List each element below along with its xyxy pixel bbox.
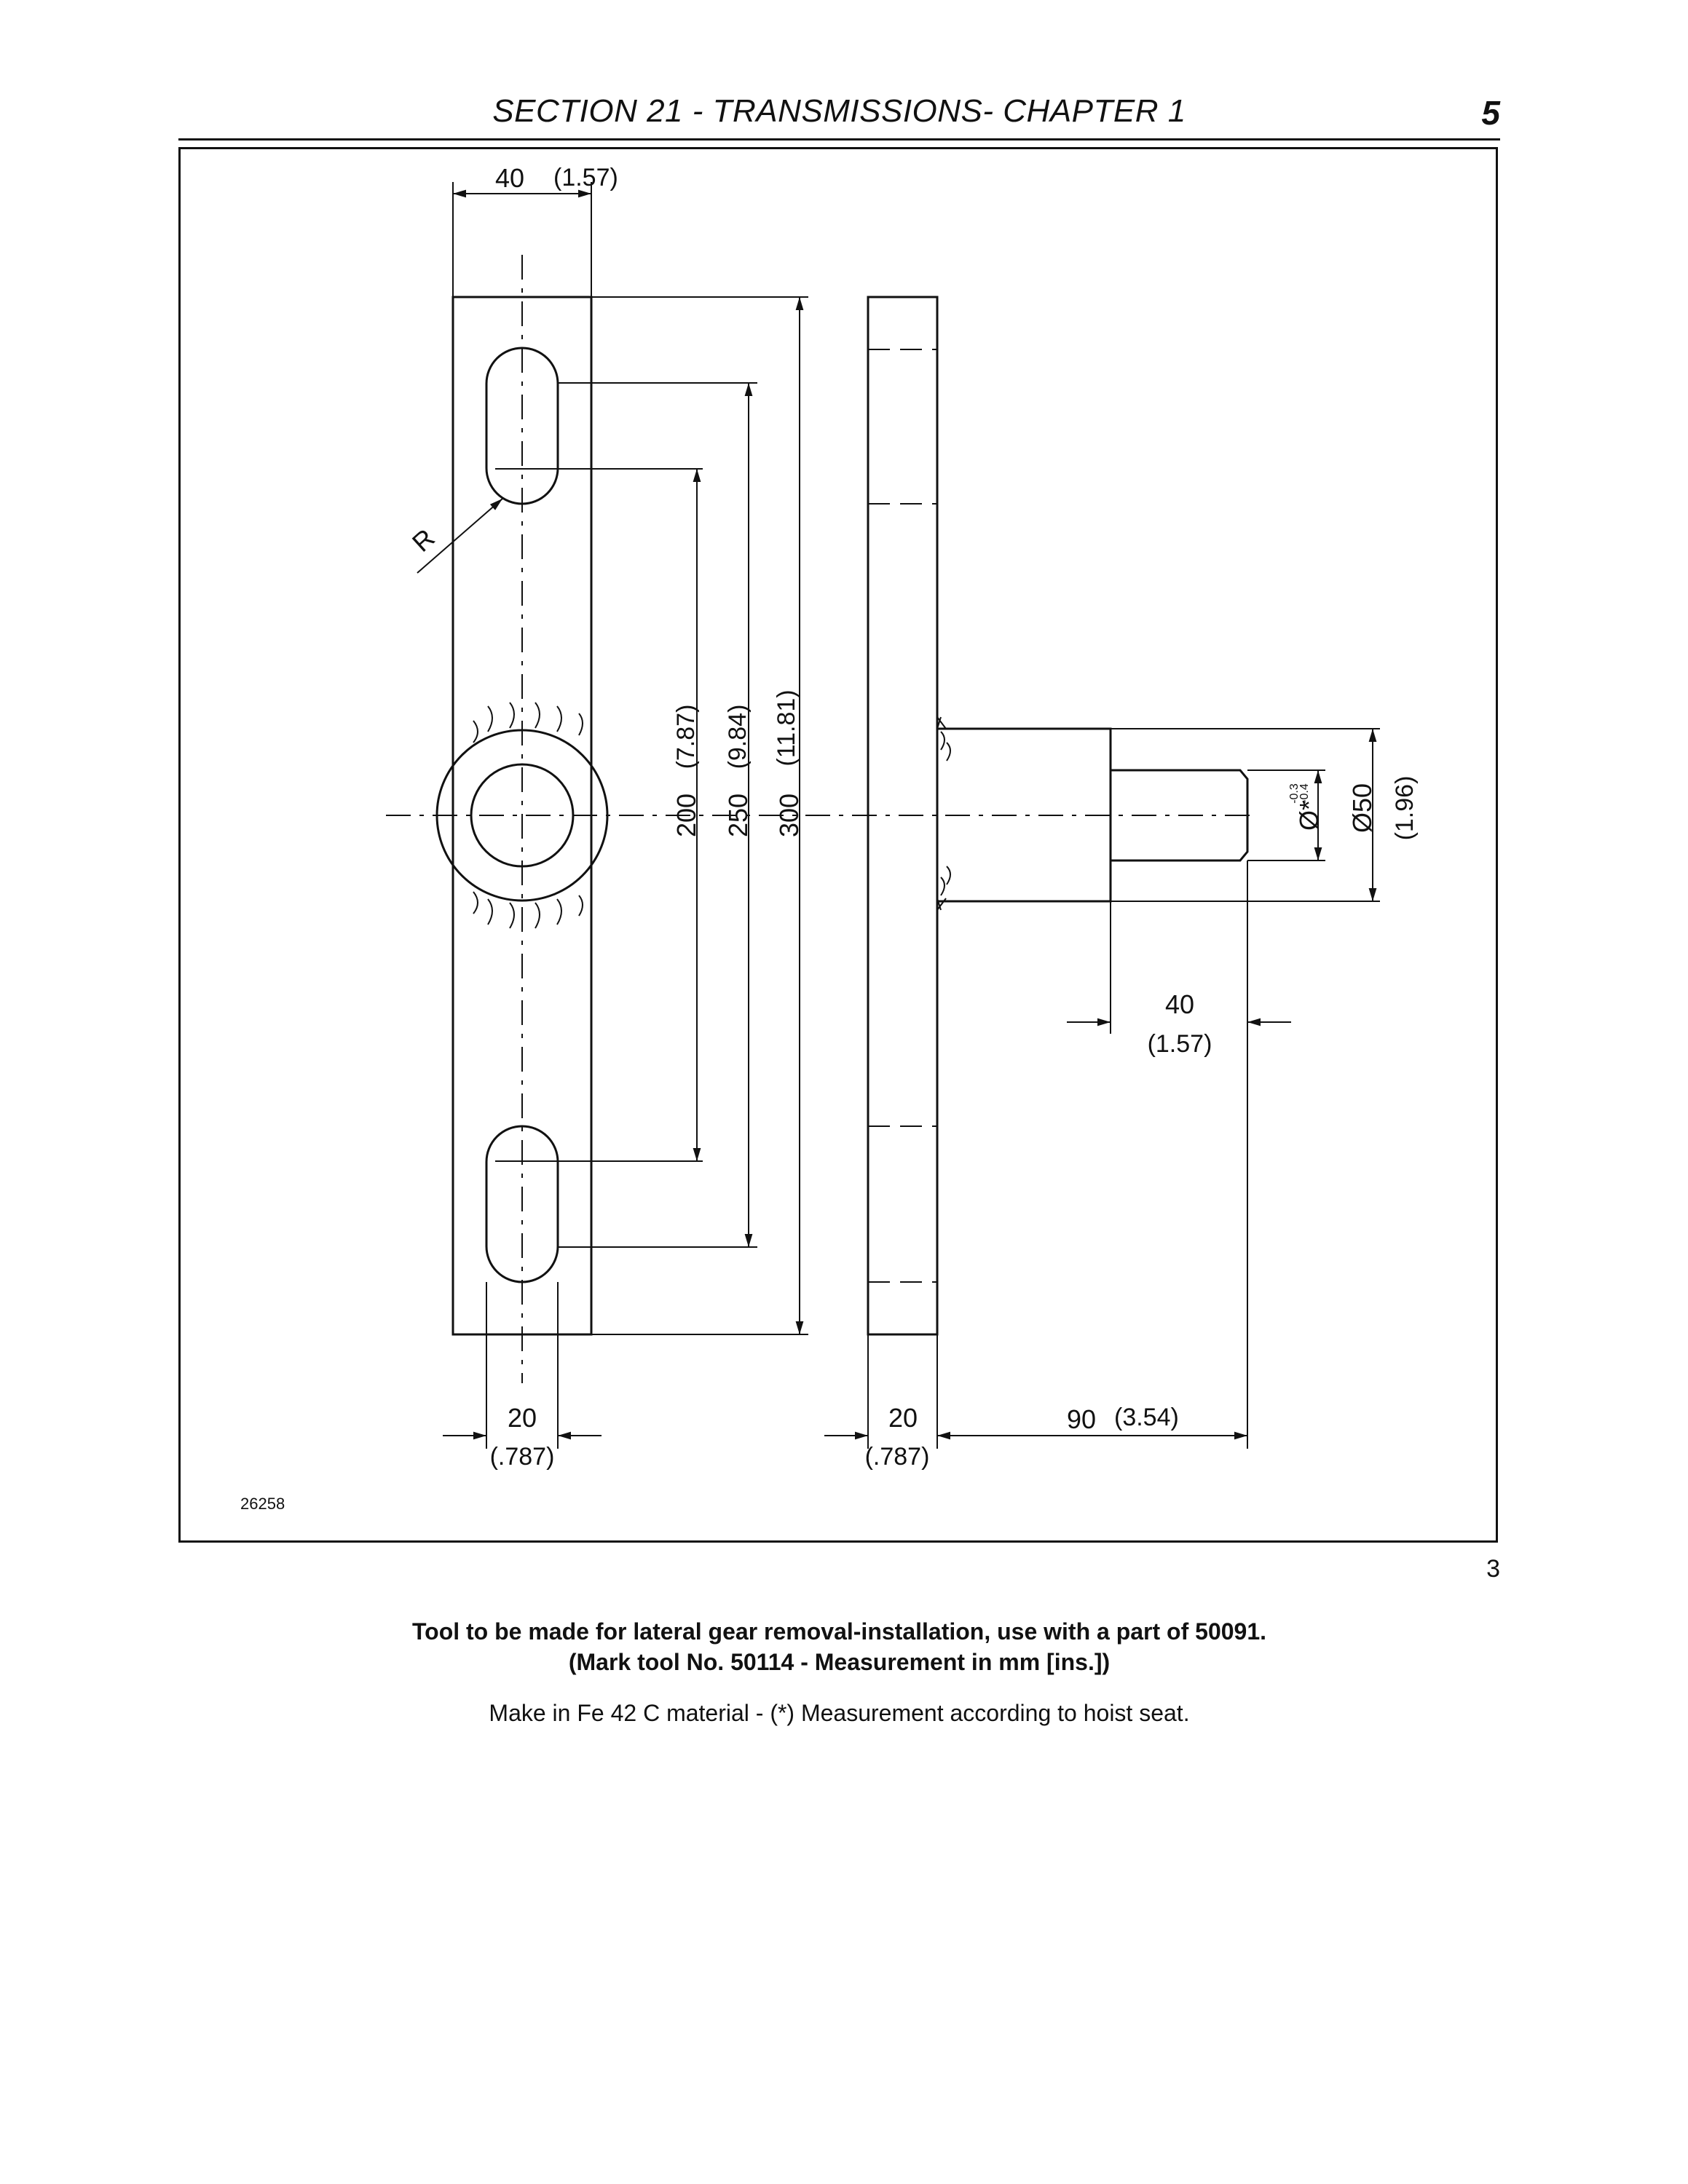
- dim-300: 300: [774, 794, 804, 837]
- dim-radius: R: [406, 523, 441, 558]
- dim-200: 200: [671, 794, 701, 837]
- dim-phi-star: Ø*: [1294, 800, 1324, 831]
- dimension-lines: [417, 189, 1377, 1440]
- dim-top-width: 40: [495, 163, 524, 193]
- section-title: SECTION 21 - TRANSMISSIONS- CHAPTER 1: [492, 93, 1186, 129]
- figure-number: 3: [1486, 1555, 1500, 1583]
- dim-200-in: (7.87): [672, 705, 700, 769]
- header-rule: [178, 138, 1500, 141]
- dim-pin-len: 40: [1165, 989, 1194, 1019]
- centerlines: [386, 255, 1253, 1383]
- caption-line-3: Make in Fe 42 C material - (*) Measureme…: [489, 1700, 1190, 1726]
- extension-lines: [452, 182, 1380, 1449]
- page-number: 5: [1481, 94, 1500, 132]
- dim-300-in: (11.81): [773, 689, 800, 766]
- dim-overall: 90: [1067, 1404, 1096, 1434]
- dim-plate-t: 20: [888, 1403, 918, 1433]
- dim-overall-in: (3.54): [1114, 1404, 1179, 1431]
- pin-body: [936, 727, 1112, 903]
- dim-top-width-in: (1.57): [553, 164, 618, 191]
- dim-phi50-in: (1.96): [1391, 776, 1419, 841]
- dim-250: 250: [723, 794, 753, 837]
- dim-slot-w-in: (.787): [490, 1443, 555, 1471]
- caption-line-2: (Mark tool No. 50114 - Measurement in mm…: [568, 1649, 1111, 1675]
- figure-frame: [178, 147, 1498, 1543]
- dim-plate-t-in: (.787): [865, 1443, 930, 1471]
- caption-line-1: Tool to be made for lateral gear removal…: [411, 1618, 1267, 1645]
- dim-250-in: (9.84): [724, 705, 752, 769]
- dim-tol-lower: -0.4: [1298, 783, 1311, 804]
- figure-ref: 26258: [240, 1495, 285, 1513]
- dim-tol-upper: -0.3: [1288, 783, 1301, 804]
- page-header: SECTION 21 - TRANSMISSIONS- CHAPTER 1 5: [178, 93, 1500, 137]
- dim-slot-w: 20: [508, 1403, 537, 1433]
- dim-pin-len-in: (1.57): [1148, 1030, 1212, 1058]
- weld-marks: [473, 702, 951, 929]
- dim-phi50: Ø50: [1347, 783, 1377, 833]
